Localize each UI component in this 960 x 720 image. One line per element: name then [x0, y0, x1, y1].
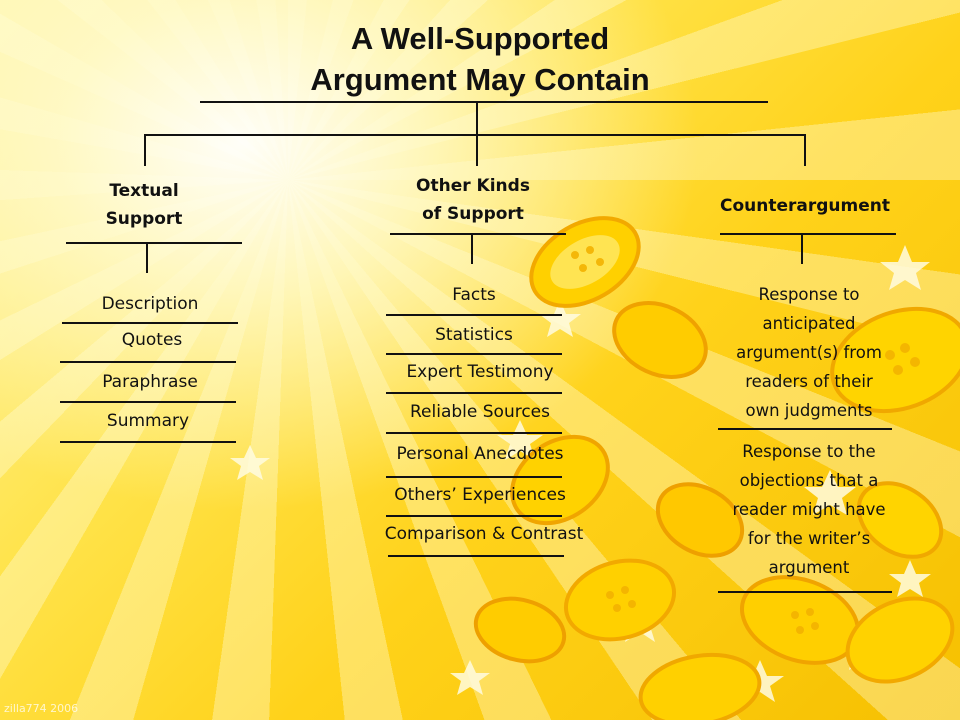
heading-stem — [146, 243, 148, 273]
heading-stem — [471, 234, 473, 264]
item-underline — [60, 361, 236, 363]
list-item: Expert Testimony — [406, 362, 554, 382]
item-underline — [60, 441, 236, 443]
item-underline — [386, 392, 562, 394]
list-item: Statistics — [435, 325, 513, 345]
connector-trunk — [476, 103, 478, 135]
list-item: Reliable Sources — [410, 402, 550, 422]
connector-left — [144, 134, 146, 166]
connector-crossbar — [144, 134, 806, 136]
list-item: Comparison & Contrast — [384, 524, 584, 544]
title-line-2: Argument May Contain — [310, 62, 650, 97]
counterargument-response-1: Response to anticipated argument(s) from… — [736, 285, 882, 420]
item-underline — [718, 591, 892, 593]
branch-heading-counterargument: Counterargument — [720, 196, 890, 216]
item-underline — [718, 428, 892, 430]
list-item: Paraphrase — [102, 372, 198, 392]
branch-heading-textual-support: Textual Support — [105, 181, 183, 229]
page-title: A Well-Supported Argument May Contain — [280, 18, 680, 100]
heading-underline — [390, 233, 566, 235]
title-line-1: A Well-Supported — [350, 21, 610, 56]
heading-underline — [720, 233, 896, 235]
item-underline — [386, 476, 562, 478]
item-underline — [388, 555, 564, 557]
item-underline — [386, 353, 562, 355]
list-item: Quotes — [121, 330, 183, 350]
branch-heading-other-support: Other Kinds of Support — [416, 176, 530, 224]
item-underline — [386, 432, 562, 434]
heading-underline — [66, 242, 242, 244]
item-underline — [60, 401, 236, 403]
list-item: Summary — [106, 411, 190, 431]
item-underline — [386, 314, 562, 316]
watermark: zilla774 2006 — [4, 702, 79, 715]
connector-right — [804, 134, 806, 166]
item-underline — [62, 322, 238, 324]
list-item: Personal Anecdotes — [396, 444, 564, 464]
list-item: Description — [101, 294, 199, 314]
counterargument-response-2: Response to the objections that a reader… — [732, 442, 886, 577]
connector-center — [476, 134, 478, 166]
list-item: Facts — [452, 285, 496, 305]
list-item: Others’ Experiences — [394, 485, 566, 505]
heading-stem — [801, 234, 803, 264]
item-underline — [386, 515, 562, 517]
title-underline — [200, 101, 768, 103]
